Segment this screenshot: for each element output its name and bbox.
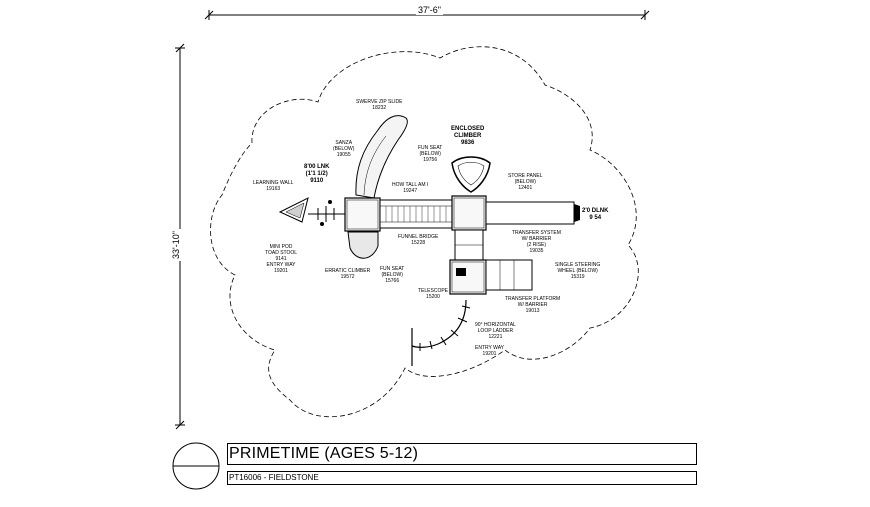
use-zone-boundary xyxy=(210,46,639,418)
label-learning-wall: LEARNING WALL 19163 xyxy=(253,180,294,192)
label-entry-way: ENTRY WAY 19201 xyxy=(475,345,504,357)
label-deck-left: 8'00 LNK (1'1 1/2) 9110 xyxy=(304,164,330,184)
label-erratic-climber: ERRATIC CLIMBER 19572 xyxy=(325,268,371,280)
erratic-climber xyxy=(347,231,379,259)
label-transfer-platform: TRANSFER PLATFORM W/ BARRIER 19013 xyxy=(505,296,561,314)
label-fun-seat-bottom: FUN SEAT (BELOW) 15766 xyxy=(380,266,405,284)
label-loop-ladder: 90° HORIZONTAL LOOP LADDER 12221 xyxy=(475,322,516,340)
label-swerve-slide: SWERVE ZIP SLIDE 18232 xyxy=(356,99,403,111)
loop-ladder xyxy=(411,299,467,348)
deck-left xyxy=(344,197,381,232)
width-dimension-label: 37'-6" xyxy=(416,5,443,15)
enclosed-climber xyxy=(451,156,491,193)
label-deck-right: 2'0 DLNK 9 54 xyxy=(582,208,609,221)
subtitle-bar: PT16006 - FIELDSTONE xyxy=(227,471,697,485)
deck-lower xyxy=(449,259,487,295)
height-dimension-label: 33'-10" xyxy=(170,229,181,261)
label-telescope: TELESCOPE 15200 xyxy=(418,288,449,300)
label-single-steering: SINGLE STEERING WHEEL (BELOW) 15319 xyxy=(555,262,601,280)
deck-right-extension xyxy=(485,201,575,225)
title-bar: PRIMETIME (AGES 5-12) xyxy=(227,443,697,465)
plan-title: PRIMETIME (AGES 5-12) xyxy=(229,445,419,462)
label-store-panel: STORE PANEL (BELOW) 12401 xyxy=(508,173,543,191)
label-mini-pod: MINI POD TOAD STOOL 9141 ENTRY WAY 19201 xyxy=(265,244,298,274)
label-transfer-system: TRANSFER SYSTEM W/ BARRIER (2 RISE) 1903… xyxy=(512,230,561,254)
width-dimension-line xyxy=(204,10,650,20)
swerve-slide xyxy=(355,115,408,199)
label-funnel-bridge: FUNNEL BRIDGE 15228 xyxy=(398,234,439,246)
label-fun-seat-top: FUN SEAT (BELOW) 19756 xyxy=(418,145,443,163)
label-sanza: SANZA (BELOW) 19055 xyxy=(333,140,355,158)
label-how-tall: HOW TALL AM I 19247 xyxy=(392,182,429,194)
label-enclosed-climber: ENCLOSED CLIMBER 9836 xyxy=(451,126,485,146)
plan-subtitle: PT16006 - FIELDSTONE xyxy=(229,473,319,482)
transfer-platform xyxy=(485,259,533,291)
mini-pod-connector xyxy=(308,200,345,226)
deck-center xyxy=(451,195,487,231)
